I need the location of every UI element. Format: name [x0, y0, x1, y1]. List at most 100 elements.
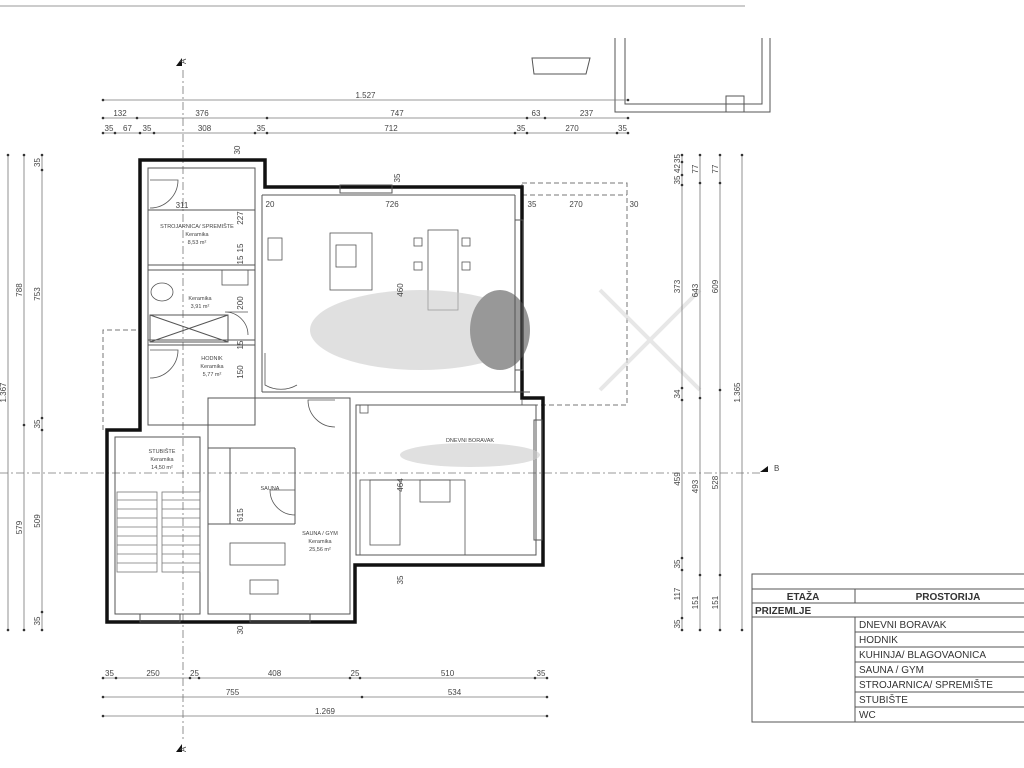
table-header-etaza: ETAŽA: [787, 590, 820, 603]
blurred-area: [310, 290, 540, 467]
dimension-tick: [680, 628, 684, 632]
dimension-tick: [40, 628, 44, 632]
dim-bottom-row1-label: 250: [146, 669, 160, 678]
dimension-tick: [698, 573, 702, 577]
dim-top-row3-label: 35: [105, 124, 114, 133]
dim-right-col1-label: 35: [673, 154, 682, 163]
dim-bottom-overall-label: 1.269: [315, 707, 336, 716]
dimension-tick: [197, 676, 201, 680]
dim-top-row2-label: 376: [195, 109, 209, 118]
room-area: 8,53 m²: [188, 240, 207, 246]
dim-right-col1-label: 117: [673, 587, 682, 600]
dim-right-overall-label: 1.365: [733, 382, 742, 403]
dim-left-overall-label: 1.367: [0, 382, 8, 403]
table-room-item: HODNIK: [859, 635, 898, 646]
dim-right-col3-label: 77: [711, 164, 720, 173]
dimension-tick: [680, 616, 684, 620]
dim-right-col2-label: 643: [691, 283, 700, 297]
dimension-tick: [113, 131, 117, 135]
dimension-tick: [22, 153, 26, 157]
dimension-tick: [680, 160, 684, 164]
dim-top-row2-label: 132: [113, 109, 127, 118]
dimension-tick: [698, 628, 702, 632]
room-floor: Keramika: [200, 364, 224, 370]
toilet: [150, 282, 174, 302]
inner-dimension-label: 35: [396, 575, 405, 584]
washbasin: [221, 269, 249, 286]
dim-bottom-row1-label: 408: [268, 669, 282, 678]
dim-left-col3-label: 35: [33, 419, 42, 428]
dim-right-col3-label: 151: [711, 595, 720, 609]
inner-dimension-label: 726: [385, 200, 399, 209]
inner-dimension-label: 464: [396, 478, 405, 492]
dimension-tick: [680, 173, 684, 177]
dimension-tick: [615, 131, 619, 135]
dim-bottom-row1-label: 25: [351, 669, 360, 678]
dim-left-col3-label: 509: [33, 514, 42, 528]
dimension-tick: [680, 386, 684, 390]
dim-left-col3-label: 753: [33, 287, 42, 301]
dimension-tick: [698, 153, 702, 157]
dim-top-row3-label: 308: [198, 124, 212, 133]
dim-top-row3-label: 35: [257, 124, 266, 133]
section-b-arrow-icon: [760, 466, 768, 472]
dim-left-col2-label: 579: [15, 520, 24, 534]
room-name: SAUNA / GYM: [302, 531, 338, 537]
dim-top-row3-label: 712: [384, 124, 398, 133]
inner-dimension-label: 35: [393, 173, 402, 182]
dim-top-row2-label: 747: [390, 109, 404, 118]
inner-dimension-label: 270: [569, 200, 583, 209]
dim-bottom-row2-label: 755: [226, 688, 240, 697]
dimension-tick: [740, 153, 744, 157]
room-area: 25,56 m²: [309, 547, 331, 553]
doors: [149, 179, 336, 516]
room-name: SAUNA: [261, 486, 280, 492]
dimension-tick: [680, 153, 684, 157]
inner-dimension-label: 460: [396, 283, 405, 297]
dimension-tick: [698, 396, 702, 400]
dim-bottom-row2-label: 534: [448, 688, 462, 697]
dim-right-col1-label: 373: [673, 279, 682, 293]
dimension-tick: [680, 568, 684, 572]
dim-right-col3-label: 609: [711, 279, 720, 293]
neighbor-structure: [531, 38, 771, 113]
inner-dimension-label: 35: [528, 200, 537, 209]
room-floor: Keramika: [150, 457, 174, 463]
section-a-top-label: A: [179, 58, 188, 64]
table-room-item: STROJARNICA/ SPREMIŠTE: [859, 678, 993, 691]
section-a-top-arrow-icon: [176, 58, 182, 66]
dimension-tick: [718, 181, 722, 185]
dim-top-row3-label: 35: [143, 124, 152, 133]
dimension-tick: [40, 168, 44, 172]
table-room-item: SAUNA / GYM: [859, 665, 924, 676]
dimension-tick: [265, 131, 269, 135]
coffee-table: [419, 479, 451, 503]
dim-right-col1-label: 459: [673, 472, 682, 486]
dimension-tick: [101, 714, 105, 718]
dim-top-row3-label: 35: [517, 124, 526, 133]
room-area: 5,77 m²: [203, 372, 222, 378]
kitchen-island: [329, 232, 373, 291]
dimension-tick: [40, 428, 44, 432]
dimension-tick: [152, 131, 156, 135]
watermark-logo: [598, 288, 702, 392]
dimension-tick: [740, 628, 744, 632]
table-room-item: DNEVNI BORAVAK: [859, 620, 947, 631]
dim-right-col2-label: 77: [691, 164, 700, 173]
dimension-tick: [718, 573, 722, 577]
dim-top-row3-label: 270: [565, 124, 579, 133]
dim-top-row3-label: 35: [618, 124, 627, 133]
inner-dimension-label: 200: [236, 296, 245, 310]
table-room-item: KUHINJA/ BLAGOVAONICA: [859, 650, 986, 661]
table-header-prostorija: PROSTORIJA: [916, 592, 981, 603]
section-b-label: B: [774, 464, 779, 473]
terrace-outline: [102, 182, 628, 430]
treadmill: [229, 542, 286, 566]
room-area: 14,50 m²: [151, 465, 173, 471]
inner-dimension-label: 15: [236, 340, 245, 349]
